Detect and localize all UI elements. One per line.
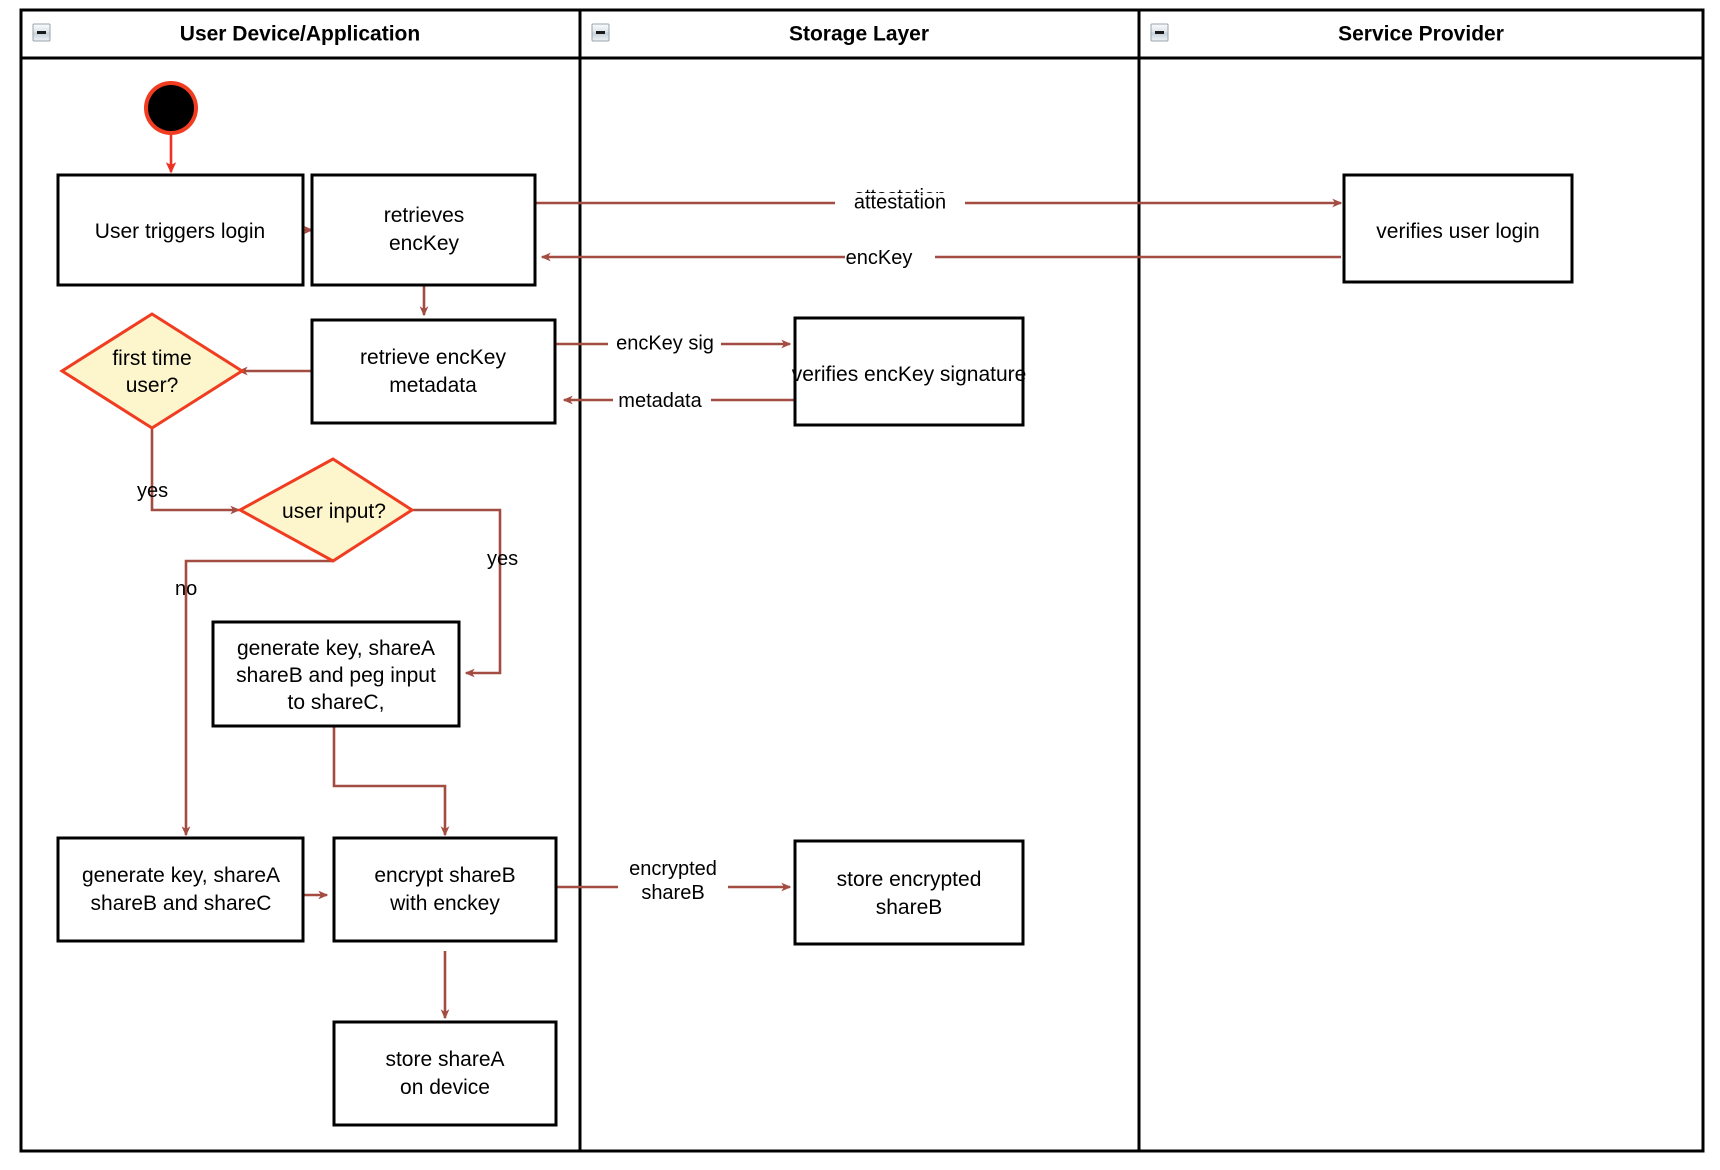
node-verifies-enckey-signature[interactable]: verifies encKey signature bbox=[792, 316, 1027, 427]
decision-label-first-time-user-line2: user? bbox=[126, 374, 179, 397]
node-generate-peg-input[interactable]: generate key, shareA shareB and peg inpu… bbox=[211, 620, 461, 728]
initial-node-fill bbox=[148, 85, 194, 131]
node-label-store-sharea-line1: store shareA bbox=[385, 1048, 504, 1071]
node-decision-user-input[interactable]: user input? bbox=[236, 457, 415, 563]
decision-label-user-input: user input? bbox=[282, 500, 386, 523]
collapse-minus-glyph bbox=[1155, 31, 1164, 34]
node-user-triggers-login[interactable]: User triggers login bbox=[56, 173, 305, 287]
node-label-retrieve-metadata-line2: metadata bbox=[389, 374, 477, 397]
node-label-generate-peg-line1: generate key, shareA bbox=[237, 637, 435, 660]
edge-label-encrypted-shareb-line1: encrypted bbox=[629, 858, 717, 880]
edge-label-yes-first-time: yes bbox=[137, 480, 168, 502]
node-label-store-sharea-line2: on device bbox=[400, 1076, 490, 1099]
edge-label-enckey: encKey bbox=[846, 247, 913, 269]
collapse-minus-glyph bbox=[37, 31, 46, 34]
node-box-verifies-user-login[interactable] bbox=[1342, 173, 1574, 284]
node-retrieves-enckey[interactable]: retrieves encKey bbox=[310, 173, 537, 287]
node-label-generate-peg-line2: shareB and peg input bbox=[236, 664, 436, 687]
lane-header-storage-layer[interactable]: Storage Layer bbox=[591, 23, 929, 46]
node-box-retrieve-enckey-metadata[interactable] bbox=[310, 318, 557, 425]
lane-header-service-provider[interactable]: Service Provider bbox=[1150, 23, 1504, 46]
node-box-generate-shares[interactable] bbox=[56, 836, 305, 943]
node-label-retrieves-enckey-line1: retrieves bbox=[384, 204, 465, 227]
label-mask-enckey bbox=[845, 250, 935, 270]
node-store-sharea[interactable]: store shareA on device bbox=[332, 1020, 558, 1127]
swimlane-pool bbox=[19, 8, 1705, 1153]
node-box-store-sharea[interactable] bbox=[332, 1020, 558, 1127]
node-label-generate-shares-line1: generate key, shareA bbox=[82, 864, 280, 887]
node-box-encrypt-shareb[interactable] bbox=[332, 836, 558, 943]
edge-first-time-yes-to-user-input bbox=[150, 411, 241, 515]
edge-label-yes-user-input: yes bbox=[487, 548, 518, 570]
edge-label-encrypted-shareb-line2: shareB bbox=[641, 882, 704, 904]
edge-label-metadata: metadata bbox=[618, 390, 702, 412]
edge-label-attestation-top: attestation bbox=[854, 191, 946, 213]
node-box-generate-peg-input[interactable] bbox=[211, 620, 461, 728]
node-box-user-triggers-login[interactable] bbox=[56, 173, 305, 287]
label-mask-encrypted-shareb bbox=[618, 855, 728, 903]
lane-header-user-device[interactable]: User Device/Application bbox=[32, 23, 420, 46]
lane-title-user-device: User Device/Application bbox=[180, 23, 420, 46]
node-label-generate-peg-line3: to shareC, bbox=[288, 691, 385, 714]
label-mask-attestation bbox=[835, 193, 965, 213]
node-label-verifies-user-login: verifies user login bbox=[1376, 220, 1539, 243]
node-box-store-encrypted-shareb[interactable] bbox=[793, 839, 1025, 946]
edge-labels: attestation attestation encKey encKey si… bbox=[137, 186, 965, 904]
node-verifies-user-login[interactable]: verifies user login bbox=[1342, 173, 1574, 284]
node-initial[interactable] bbox=[144, 81, 198, 135]
node-label-retrieve-metadata-line1: retrieve encKey bbox=[360, 346, 506, 369]
node-label-store-encrypted-line2: shareB bbox=[876, 896, 943, 919]
label-mask-enckey-sig bbox=[608, 334, 721, 354]
node-box-retrieves-enckey[interactable] bbox=[310, 173, 537, 287]
collapse-minus-glyph bbox=[596, 31, 605, 34]
edge-label-no-user-input: no bbox=[175, 578, 197, 600]
lane-title-storage-layer: Storage Layer bbox=[789, 23, 929, 46]
edge-user-input-no-to-generate-shares bbox=[181, 559, 333, 837]
node-store-encrypted-shareb[interactable]: store encrypted shareB bbox=[793, 839, 1025, 946]
lane-title-service-provider: Service Provider bbox=[1338, 23, 1504, 46]
node-label-generate-shares-line2: shareB and shareC bbox=[91, 892, 272, 915]
node-label-verifies-enckey-signature: verifies encKey signature bbox=[792, 363, 1027, 386]
node-label-retrieves-enckey-line2: encKey bbox=[389, 232, 460, 255]
edge-user-input-yes-to-generate-peg-input bbox=[409, 508, 502, 678]
edge-generate-peg-to-encrypt-shareb bbox=[332, 725, 450, 837]
label-mask-metadata bbox=[613, 393, 711, 413]
node-encrypt-shareb[interactable]: encrypt shareB with enckey bbox=[332, 836, 558, 943]
node-label-user-triggers-login: User triggers login bbox=[95, 220, 265, 243]
node-generate-shares[interactable]: generate key, shareA shareB and shareC bbox=[56, 836, 305, 943]
node-label-store-encrypted-line1: store encrypted bbox=[837, 868, 982, 891]
node-retrieve-enckey-metadata[interactable]: retrieve encKey metadata bbox=[310, 318, 557, 425]
node-box-verifies-enckey-signature[interactable] bbox=[793, 316, 1025, 427]
decision-shape-first-time-user[interactable] bbox=[59, 312, 245, 430]
node-label-encrypt-shareb-line2: with enckey bbox=[389, 892, 500, 915]
decision-shape-user-input[interactable] bbox=[236, 457, 415, 563]
node-label-encrypt-shareb-line1: encrypt shareB bbox=[374, 864, 515, 887]
edge-label-enckey-sig: encKey sig bbox=[616, 332, 714, 354]
decision-label-first-time-user-line1: first time bbox=[112, 347, 191, 370]
node-decision-first-time-user[interactable]: first time user? bbox=[59, 312, 245, 430]
pool-outer-border bbox=[19, 8, 1705, 1153]
